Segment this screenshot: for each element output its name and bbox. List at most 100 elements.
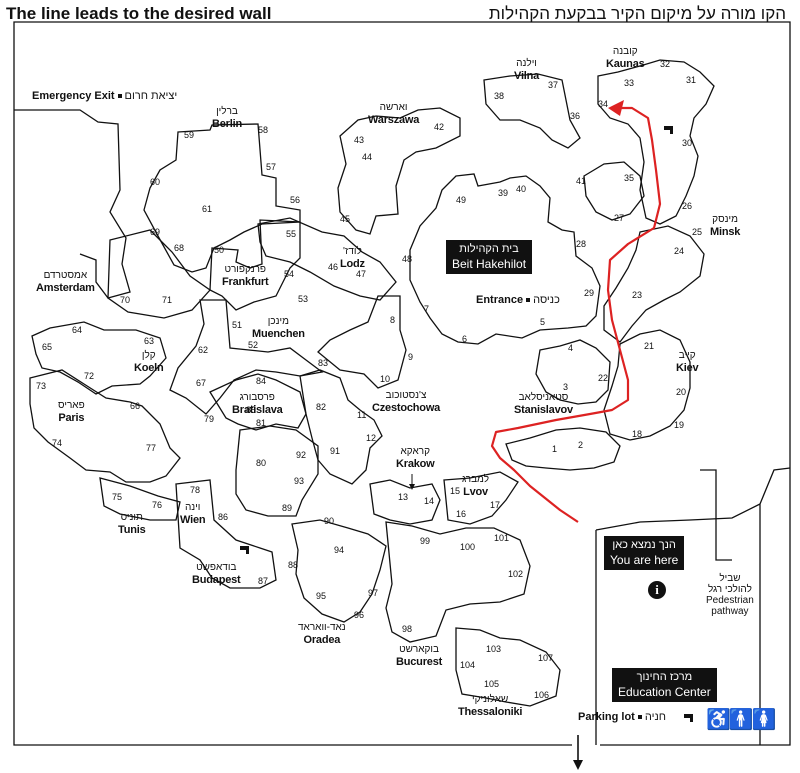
- wall-number-45: 45: [340, 214, 350, 224]
- restroom-icon: ♿🚹🚺: [706, 709, 777, 731]
- wall-number-28: 28: [576, 239, 586, 249]
- wall-number-39: 39: [498, 188, 508, 198]
- wall-cluster-oradea: [291, 519, 387, 623]
- wall-number-3: 3: [563, 382, 568, 392]
- wall-number-71: 71: [162, 295, 172, 305]
- wall-number-58: 58: [258, 125, 268, 135]
- wall-cluster-beit-hakehilot: [409, 173, 601, 345]
- wall-number-102: 102: [508, 569, 523, 579]
- wall-cluster-wien: [175, 479, 277, 589]
- wall-cluster-bratislava: [209, 373, 307, 431]
- wall-number-32: 32: [660, 59, 670, 69]
- wall-number-99: 99: [420, 536, 430, 546]
- wall-cluster-vilna: [483, 73, 581, 149]
- wall-number-49: 49: [456, 195, 466, 205]
- wall-number-97: 97: [368, 588, 378, 598]
- water-tap-icon: [664, 124, 676, 134]
- wall-number-48: 48: [402, 254, 412, 264]
- wall-number-23: 23: [632, 290, 642, 300]
- wall-number-101: 101: [494, 533, 509, 543]
- wall-number-38: 38: [494, 91, 504, 101]
- wall-number-20: 20: [676, 387, 686, 397]
- wall-cluster-bucurest: [385, 521, 531, 643]
- wall-number-34: 34: [598, 99, 608, 109]
- education-center-area: [595, 467, 791, 745]
- wall-number-46: 46: [328, 262, 338, 272]
- place-lodz: לודז'Lodz: [340, 246, 365, 270]
- wall-number-44: 44: [362, 152, 372, 162]
- wall-number-95: 95: [316, 591, 326, 601]
- wall-number-93: 93: [294, 476, 304, 486]
- wall-number-66: 66: [130, 401, 140, 411]
- wall-number-89: 89: [282, 503, 292, 513]
- wall-cluster-paris: [29, 369, 181, 483]
- wall-cluster-berlin: [143, 123, 301, 273]
- water-tap-icon: [684, 712, 696, 722]
- wall-number-6: 6: [462, 334, 467, 344]
- wall-number-68: 68: [174, 243, 184, 253]
- wall-number-85: 85: [246, 405, 256, 415]
- wall-cluster-thessaloniki: [455, 627, 561, 707]
- wall-number-75: 75: [112, 492, 122, 502]
- wall-number-92: 92: [296, 450, 306, 460]
- wall-number-82: 82: [316, 402, 326, 412]
- wall-number-100: 100: [460, 542, 475, 552]
- wall-number-25: 25: [692, 227, 702, 237]
- wall-number-43: 43: [354, 135, 364, 145]
- wall-number-98: 98: [402, 624, 412, 634]
- wall-number-94: 94: [334, 545, 344, 555]
- wall-number-76: 76: [152, 500, 162, 510]
- wall-number-26: 26: [682, 201, 692, 211]
- wall-number-63: 63: [144, 336, 154, 346]
- wall-cluster-budapest: [235, 425, 319, 517]
- wall-number-60: 60: [150, 177, 160, 187]
- wall-number-1: 1: [552, 444, 557, 454]
- wall-number-103: 103: [486, 644, 501, 654]
- wall-number-61: 61: [202, 204, 212, 214]
- wall-number-105: 105: [484, 679, 499, 689]
- wall-number-22: 22: [598, 373, 608, 383]
- wall-number-14: 14: [424, 496, 434, 506]
- wall-number-11: 11: [357, 410, 366, 420]
- wall-number-40: 40: [516, 184, 526, 194]
- wall-number-78: 78: [190, 485, 200, 495]
- wall-number-37: 37: [548, 80, 558, 90]
- wall-cluster-35: [583, 161, 645, 221]
- wall-number-5: 5: [540, 317, 545, 327]
- wall-number-86: 86: [218, 512, 228, 522]
- wall-cluster-kaunas: [597, 59, 715, 225]
- wall-number-54: 54: [284, 269, 294, 279]
- wall-number-81: 81: [256, 418, 266, 428]
- wall-number-106: 106: [534, 690, 549, 700]
- wall-number-72: 72: [84, 371, 94, 381]
- wall-number-83: 83: [318, 358, 328, 368]
- wall-cluster-lvov: [443, 471, 519, 525]
- wall-number-84: 84: [256, 376, 266, 386]
- wall-number-36: 36: [570, 111, 580, 121]
- route-arrowhead: [608, 100, 624, 116]
- wall-number-4: 4: [568, 343, 573, 353]
- wall-number-10: 10: [380, 374, 390, 384]
- water-tap-icon: [240, 544, 252, 554]
- wall-number-90: 90: [324, 516, 334, 526]
- wall-cluster-minsk: [603, 225, 705, 343]
